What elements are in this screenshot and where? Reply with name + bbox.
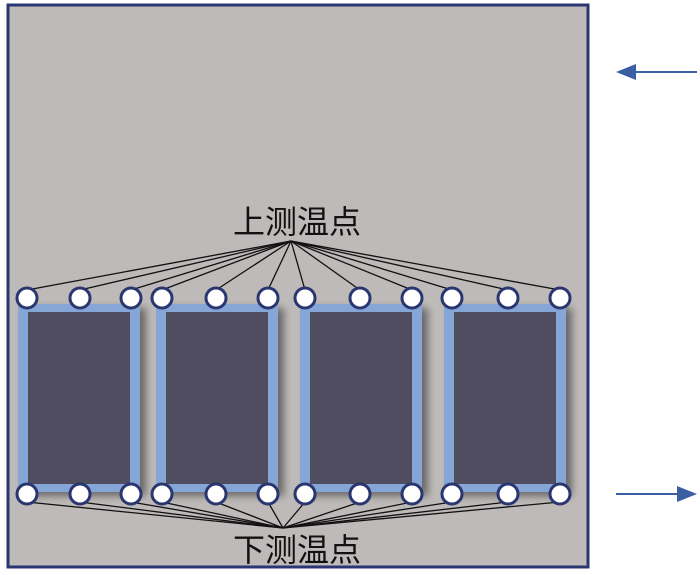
lower-measurement-point xyxy=(496,482,520,506)
lower-leader-line xyxy=(267,501,284,529)
upper-measurement-point xyxy=(256,286,280,310)
lower-measurement-point xyxy=(440,482,464,506)
upper-measurement-point xyxy=(293,286,317,310)
lower-leader-line xyxy=(26,501,284,529)
lower-leader-line xyxy=(79,501,284,529)
upper-leader-line xyxy=(290,240,306,291)
upper-leader-line xyxy=(79,240,292,291)
lower-measurement-point xyxy=(548,482,572,506)
lower-leader-line xyxy=(282,501,413,529)
upper-leader-line xyxy=(130,240,292,291)
upper-measurement-point xyxy=(496,286,520,310)
upper-leader-line xyxy=(290,240,361,291)
upper-measurement-point xyxy=(204,286,228,310)
upper-measurement-point xyxy=(119,286,143,310)
sample-block-1 xyxy=(18,304,140,492)
lower-measurement-point xyxy=(256,482,280,506)
upper-leader-line xyxy=(290,240,453,291)
upper-measurement-point xyxy=(15,286,39,310)
sample-block-2 xyxy=(156,304,278,492)
lower-leader-line xyxy=(282,501,453,529)
sample-block-3 xyxy=(300,304,422,492)
upper-measurement-point xyxy=(548,286,572,310)
upper-leader-line xyxy=(290,240,509,291)
inflow-arrow-icon xyxy=(616,64,697,80)
blocks-layer xyxy=(18,304,566,492)
lower-measurement-point xyxy=(15,482,39,506)
upper-measurement-point xyxy=(440,286,464,310)
upper-measurement-point xyxy=(348,286,372,310)
lower-measurement-point xyxy=(119,482,143,506)
lower-measurement-point xyxy=(68,482,92,506)
lower-leader-line xyxy=(282,501,361,529)
upper-measurement-point xyxy=(400,286,424,310)
lower-leader-line xyxy=(282,501,306,529)
lower-leader-line xyxy=(161,501,284,529)
sample-block-4 xyxy=(444,304,566,492)
upper-leader-line xyxy=(290,240,561,291)
measurement-points xyxy=(15,286,572,506)
lower-leader-line xyxy=(282,501,561,529)
lower-measurement-point xyxy=(348,482,372,506)
upper-measurement-point xyxy=(68,286,92,310)
upper-leader-line xyxy=(215,240,292,291)
upper-leader-line xyxy=(290,240,413,291)
lower-measurement-point xyxy=(293,482,317,506)
upper-measurement-point xyxy=(150,286,174,310)
lower-measurement-point xyxy=(204,482,228,506)
leader-lines xyxy=(26,240,561,529)
lower-leader-line xyxy=(282,501,509,529)
upper-leader-line xyxy=(267,240,292,291)
lower-points-label: 下测温点 xyxy=(233,531,361,569)
lower-measurement-point xyxy=(400,482,424,506)
lower-leader-line xyxy=(130,501,284,529)
upper-leader-line xyxy=(161,240,292,291)
lower-measurement-point xyxy=(150,482,174,506)
upper-points-label: 上测温点 xyxy=(233,203,361,241)
upper-leader-line xyxy=(26,240,292,291)
outflow-arrow-icon xyxy=(616,486,697,502)
lower-leader-line xyxy=(215,501,284,529)
